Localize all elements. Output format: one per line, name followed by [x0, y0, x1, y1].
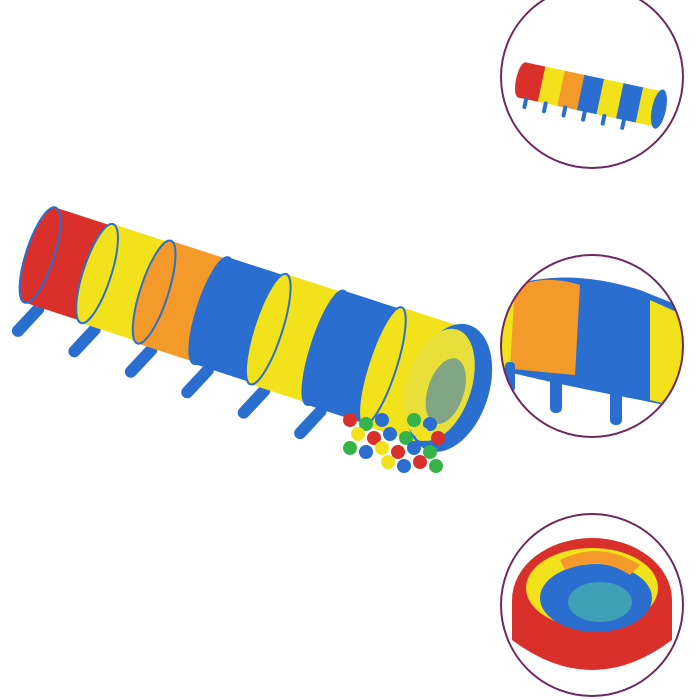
- mini-tunnel-leg: [620, 118, 626, 130]
- inset-folded-tunnel: [500, 513, 684, 697]
- tunnel-inner-shadow: [425, 358, 466, 424]
- tunnel-leg: [294, 405, 327, 440]
- tunnel-ring: [18, 206, 62, 304]
- play-ball: [343, 413, 357, 427]
- play-ball: [391, 417, 405, 431]
- play-ball: [359, 445, 373, 459]
- play-ball: [375, 441, 389, 455]
- tunnel-legs: [11, 302, 327, 440]
- mini-tunnel-leg: [561, 105, 568, 118]
- tunnel-stripe: [306, 290, 409, 426]
- play-ball: [367, 431, 381, 445]
- play-ball: [423, 417, 437, 431]
- inset-circle-border: [500, 513, 684, 697]
- mini-tunnel-leg: [581, 109, 587, 122]
- tunnel-leg: [181, 364, 214, 399]
- play-ball: [343, 441, 357, 455]
- play-ball: [423, 445, 437, 459]
- play-ball: [351, 427, 365, 441]
- play-ball: [407, 441, 421, 455]
- play-ball: [413, 455, 427, 469]
- tunnel-leg: [124, 343, 158, 378]
- tunnel-ring: [131, 239, 177, 345]
- play-ball: [407, 413, 421, 427]
- play-ball: [381, 455, 395, 469]
- inset-tunnel-detail: [500, 254, 684, 438]
- tunnel-leg: [237, 384, 271, 419]
- mini-tunnel-leg: [541, 101, 548, 114]
- play-ball: [391, 445, 405, 459]
- tunnel-ring: [301, 289, 350, 406]
- mini-tunnel-end: [515, 62, 529, 98]
- mini-tunnel-leg: [522, 97, 529, 110]
- play-ball: [431, 431, 445, 445]
- play-ball: [375, 413, 389, 427]
- tunnel-ring: [244, 272, 292, 386]
- play-ball: [359, 417, 373, 431]
- inset-circle-border: [500, 254, 684, 438]
- mini-tunnel-leg: [600, 113, 607, 126]
- tunnel-ring: [75, 222, 119, 325]
- play-ball: [399, 431, 413, 445]
- play-ball: [383, 427, 397, 441]
- play-ball: [415, 427, 429, 441]
- play-tunnel: [11, 206, 493, 452]
- play-ball: [429, 459, 443, 473]
- inset-full-tunnel: [500, 0, 684, 169]
- inset-circle-border: [500, 0, 684, 169]
- play-balls: [343, 413, 445, 473]
- tunnel-leg: [11, 302, 45, 337]
- tunnel-ring: [188, 256, 235, 366]
- tunnel-stripes: [18, 206, 467, 447]
- tunnel-stripe: [250, 274, 351, 406]
- tunnel-leg: [68, 323, 101, 358]
- play-ball: [397, 459, 411, 473]
- mini-tunnel-opening: [650, 89, 667, 129]
